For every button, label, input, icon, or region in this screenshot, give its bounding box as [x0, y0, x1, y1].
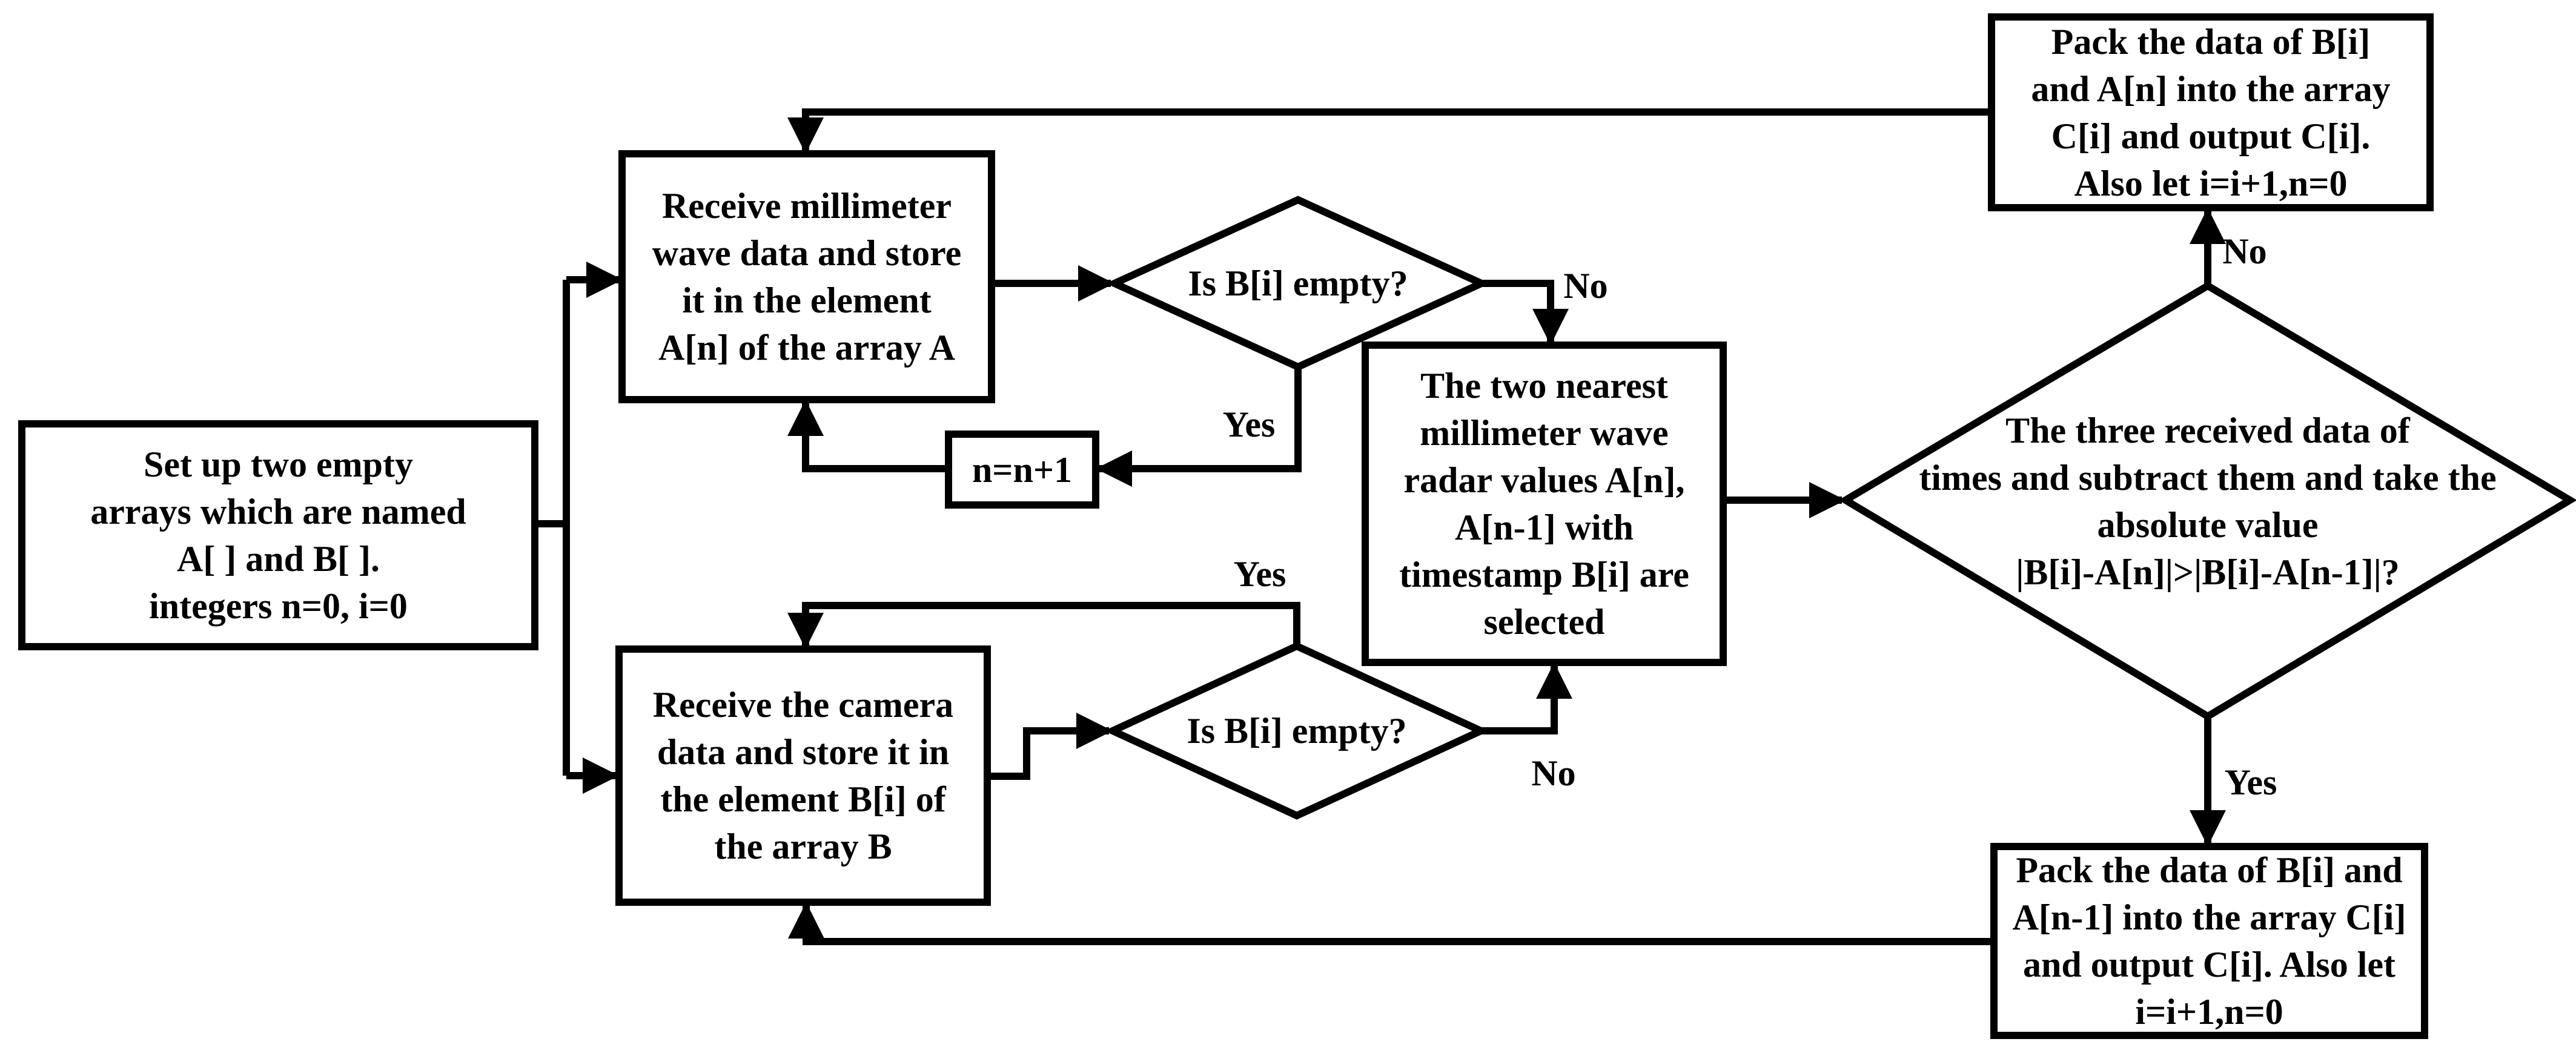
node-compare-diamond — [1838, 282, 2576, 721]
node-receive-radar-box — [618, 150, 995, 403]
node-pack-an-minus-1-label: Pack the data of B[i] and A[n-1] into th… — [2012, 850, 2406, 1032]
node-is-b-empty-bottom-label: Is B[i] empty? — [1187, 711, 1407, 751]
node-pack-an-box — [1988, 13, 2434, 211]
edge-label-no-right: No — [2222, 231, 2267, 271]
node-pack-an-minus-1-box — [1990, 843, 2428, 1039]
edge-pack-an-feedback-to-radar — [787, 108, 1992, 154]
edge-increment-to-radar — [787, 400, 949, 472]
node-select-nearest-box — [1362, 342, 1727, 666]
node-increment-n-box — [945, 431, 1099, 509]
node-select-nearest-label: The two nearest millimeter wave radar va… — [1399, 366, 1689, 642]
edge-label-yes-right: Yes — [2224, 762, 2277, 802]
node-is-b-empty-top-diamond — [1105, 196, 1491, 371]
node-start-label: Set up two empty arrays which are named … — [90, 444, 466, 626]
node-start-box — [18, 420, 538, 650]
edge-pack-an-minus-1-feedback-to-camera — [788, 902, 1994, 945]
edge-label-yes-mid: Yes — [1233, 553, 1286, 594]
edge-decision-top-no-to-select — [1482, 280, 1569, 345]
node-pack-an-label: Pack the data of B[i] and A[n] into the … — [2031, 21, 2391, 203]
node-receive-camera-label: Receive the camera data and store it in … — [652, 685, 954, 866]
edge-decision-bottom-no-to-select — [1481, 662, 1572, 734]
node-receive-camera-box — [615, 645, 991, 906]
node-is-b-empty-bottom-diamond — [1104, 642, 1490, 820]
node-compare-label: The three received data of times and sub… — [1919, 410, 2497, 592]
edge-decision-top-yes-to-increment — [1096, 367, 1302, 487]
edge-label-no-mid: No — [1531, 753, 1576, 793]
edge-camera-to-decision-bottom — [987, 713, 1113, 780]
edge-label-no-top: No — [1563, 265, 1608, 306]
edge-label-yes-top: Yes — [1222, 404, 1276, 444]
edge-decision-bottom-yes-to-camera — [787, 602, 1300, 649]
node-is-b-empty-top-label: Is B[i] empty? — [1188, 263, 1408, 303]
node-receive-radar-label: Receive millimeter wave data and store i… — [652, 186, 962, 368]
node-increment-n-label: n=n+1 — [972, 449, 1073, 490]
